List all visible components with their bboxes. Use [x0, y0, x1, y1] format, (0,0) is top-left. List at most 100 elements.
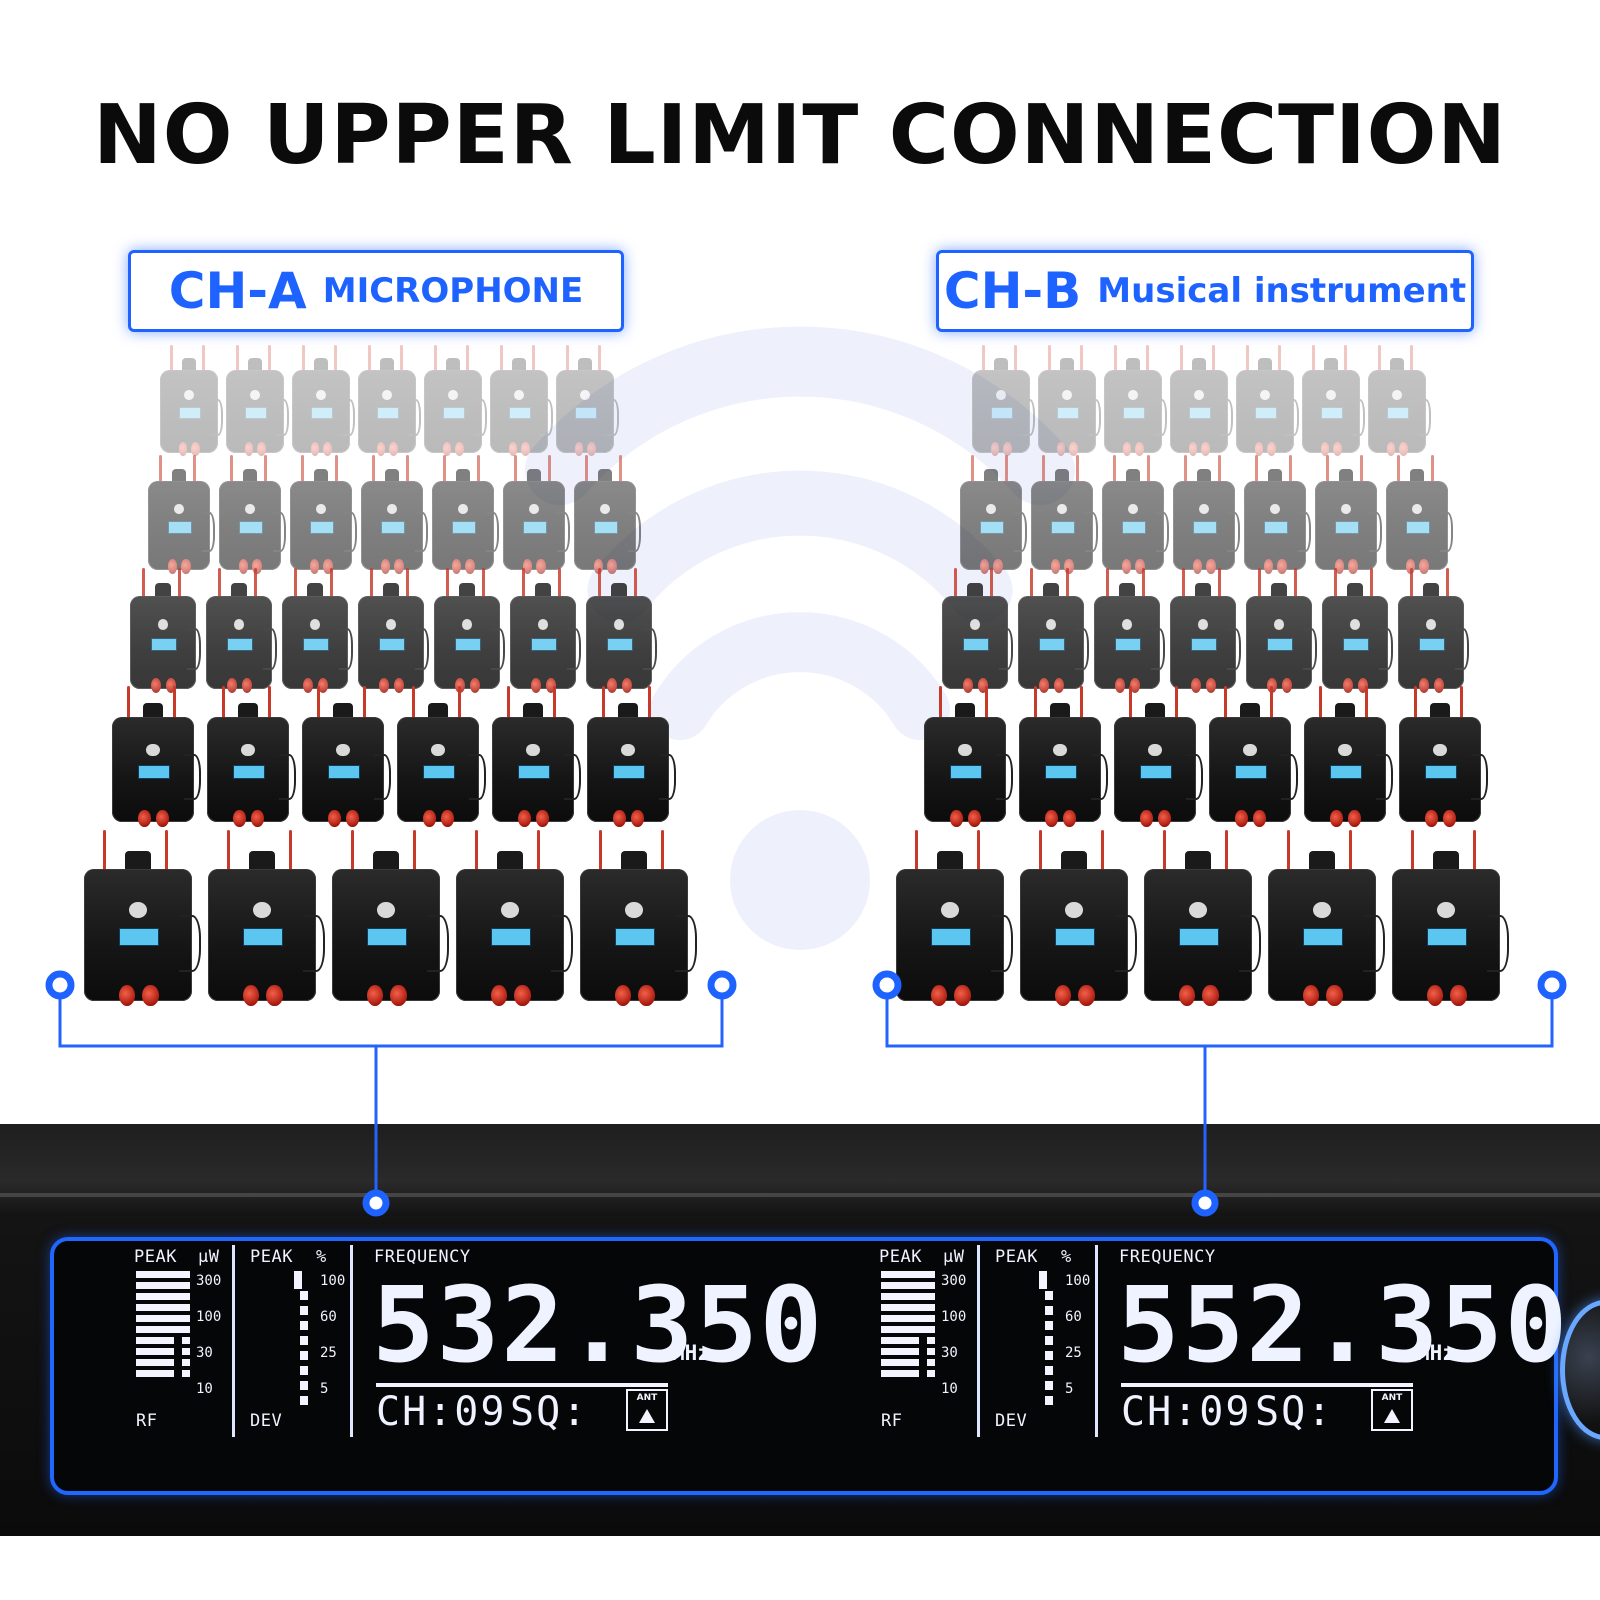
cable: [1225, 830, 1229, 873]
cable-loop: [1227, 628, 1242, 670]
channel-b-label: CH-B Musical instrument: [936, 250, 1474, 332]
rf-meter-segment: [881, 1282, 931, 1289]
earphone-icon: [1056, 442, 1066, 456]
mini-lcd: [1054, 928, 1096, 947]
volume-knob: [314, 358, 328, 375]
brand-logo-icon: [1189, 902, 1207, 918]
earphone-icon: [490, 984, 507, 1007]
dev-meter-segment: [300, 1336, 308, 1345]
dev-scale-tick: 5: [320, 1381, 329, 1397]
channel-a-subtitle: MICROPHONE: [322, 271, 584, 311]
mini-lcd: [309, 521, 335, 534]
cable: [1147, 455, 1151, 484]
earphone-icon: [977, 677, 988, 693]
earphone-icon: [1050, 559, 1061, 574]
brand-logo-icon: [1313, 902, 1331, 918]
volume-knob: [1126, 358, 1140, 375]
cable: [457, 686, 461, 721]
cable: [599, 830, 603, 873]
cable: [1287, 830, 1291, 873]
earphone-icon: [521, 442, 530, 456]
cable: [1101, 830, 1105, 873]
earphone-icon: [1235, 809, 1248, 827]
cable-loop: [1084, 512, 1098, 552]
cable: [1114, 345, 1118, 372]
cable: [990, 568, 994, 599]
cable: [1184, 455, 1188, 484]
dev-meter-segment: [1045, 1291, 1053, 1300]
earphone-icon: [514, 984, 531, 1007]
bodypack-receiver: [1399, 686, 1488, 828]
earphone-icon: [621, 677, 632, 693]
cable: [619, 455, 623, 484]
connector-dot: [362, 1189, 390, 1217]
earphone-icon: [1386, 442, 1396, 456]
antenna-label: ANT: [1381, 1393, 1403, 1403]
earphone-icon: [167, 559, 178, 574]
brand-logo-icon: [1128, 390, 1138, 401]
rf-meter-segment: [136, 1348, 174, 1355]
cable: [1411, 830, 1415, 873]
bodypack-case: [1398, 595, 1470, 689]
rf-meter-segment: [136, 1293, 186, 1300]
cable-loop: [1352, 398, 1365, 436]
rf-meter-segment: [182, 1304, 190, 1311]
mini-lcd: [1330, 764, 1362, 780]
bodypack-case: [361, 481, 428, 571]
brand-logo-icon: [157, 619, 169, 631]
earphone-icon: [310, 442, 320, 456]
volume-knob: [994, 358, 1008, 375]
antenna-icon: ANT: [1371, 1389, 1413, 1431]
volume-knob: [1192, 358, 1206, 375]
channel-readout: CH:09: [1121, 1389, 1252, 1435]
rf-meter-segment: [136, 1359, 174, 1366]
cable: [1163, 830, 1167, 873]
rf-meter-segment: [881, 1359, 919, 1366]
cable-loop: [999, 628, 1014, 670]
brand-logo-icon: [1062, 390, 1072, 401]
earphone-icon: [613, 809, 626, 827]
mini-lcd: [1267, 637, 1293, 651]
mini-lcd: [227, 637, 253, 651]
mini-lcd: [574, 406, 598, 419]
earphone-icon: [1357, 677, 1368, 693]
cable-loop: [991, 915, 1013, 972]
mini-lcd: [1178, 928, 1220, 947]
mini-lcd: [593, 521, 619, 534]
bodypack-case: [1236, 369, 1299, 453]
earphone-icon: [518, 809, 531, 827]
cable: [1473, 830, 1477, 873]
bodypack-receiver: [942, 568, 1014, 694]
brand-logo-icon: [184, 390, 194, 401]
cable: [264, 455, 268, 484]
bodypack-receiver: [361, 455, 428, 575]
bodypack-receiver: [1392, 830, 1509, 1008]
cable: [1066, 568, 1070, 599]
earphone-icon: [1405, 559, 1416, 574]
cable-loop: [491, 628, 506, 670]
brand-logo-icon: [382, 390, 392, 401]
bodypack-case: [358, 369, 421, 453]
cable: [977, 830, 981, 873]
frequency-label: FREQUENCY: [374, 1247, 471, 1267]
cable-loop: [540, 398, 553, 436]
cable-loop: [1470, 754, 1488, 801]
earphone-icon: [465, 559, 475, 574]
cable-loop: [1487, 915, 1509, 972]
bodypack-case: [1302, 369, 1365, 453]
cable-loop: [415, 628, 430, 670]
bodypack-receiver: [1031, 455, 1098, 575]
bodypack-case: [207, 717, 296, 823]
rf-meter-segment: [182, 1359, 190, 1366]
earphone-icon: [1343, 677, 1353, 693]
bodypack-receiver: [1173, 455, 1240, 575]
cable: [1370, 568, 1374, 599]
brand-logo-icon: [250, 390, 260, 401]
cable: [165, 830, 169, 873]
mini-lcd: [1419, 637, 1445, 651]
rf-meter-segment: [182, 1326, 190, 1333]
squelch-label: SQ:: [510, 1389, 589, 1435]
cable-loop: [567, 628, 582, 670]
cable-loop: [1088, 398, 1101, 436]
